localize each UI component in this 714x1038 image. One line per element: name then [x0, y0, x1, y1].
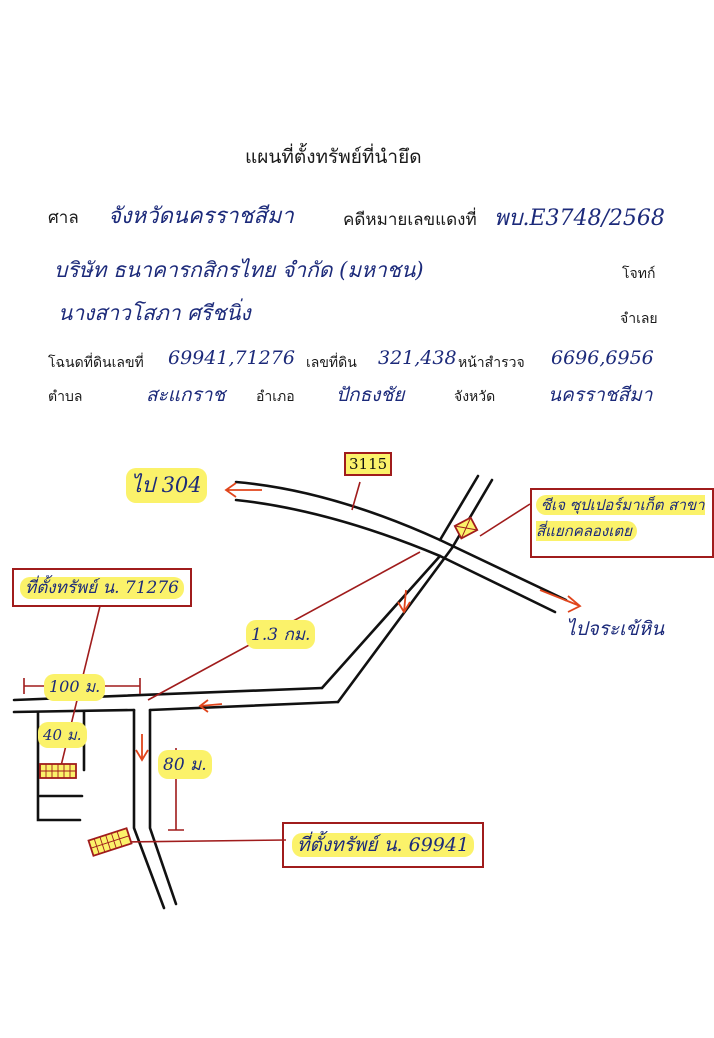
survey-value: 6696,6956 [551, 347, 654, 369]
deed-value: 69941,71276 [168, 347, 295, 369]
arrow-lower-road [198, 699, 223, 713]
province-value: นครราชสีมา [548, 384, 653, 406]
label-distance-100m: 100 ม. [44, 674, 106, 701]
road-se-bottom-edge [438, 554, 557, 614]
connector-3115 [351, 481, 361, 511]
arrow-to-chok-chai [539, 589, 582, 613]
plot-69941-marker [87, 827, 133, 857]
arrow-south-road [135, 734, 149, 762]
label-plot-71276-text: ที่ตั้งทรัพย์ น. 71276 [20, 577, 184, 599]
arrow-to-304 [224, 482, 262, 498]
direction-arrows [135, 482, 582, 762]
road-network [12, 474, 568, 910]
subdistrict-label: ตำบล [48, 389, 83, 405]
survey-label: หน้าสำรวจ [458, 355, 525, 371]
road-diagonal-right-edge [336, 546, 454, 704]
label-plot-71276: ที่ตั้งทรัพย์ น. 71276 [12, 568, 192, 607]
plaintiff-value: บริษัท ธนาคารกสิกรไทย จำกัด (มหาชน) [54, 258, 424, 282]
road-south-right-edge [148, 708, 178, 906]
supermarket-marker [453, 516, 479, 540]
defendant-value: นางสาวโสภา ศรีชนิ่ง [58, 301, 251, 325]
label-supermarket: ซีเจ ซุปเปอร์มาเก็ต สาขาสี่แยกคลองเตย [530, 488, 714, 558]
case-no-label: คดีหมายเลขแดงที่ [343, 210, 477, 230]
plaintiff-label: โจทก์ [622, 266, 656, 282]
label-distance-13km: 1.3 กม. [246, 620, 316, 649]
road-lower-bottom-edge-right [148, 700, 340, 712]
label-distance-80m: 80 ม. [158, 750, 212, 779]
deed-label: โฉนดที่ดินเลขที่ [48, 355, 144, 371]
plot-71276-marker [39, 763, 77, 779]
province-label: จังหวัด [454, 389, 496, 405]
court-value: จังหวัดนครราชสีมา [108, 204, 294, 229]
subdistrict-value: สะแกราช [146, 384, 226, 406]
land-no-value: 321,438 [378, 347, 457, 369]
road-diagonal-left-edge [320, 554, 442, 690]
road-3115-top-edge [234, 480, 442, 542]
label-distance-40m: 40 ม. [38, 722, 87, 748]
parcel-71276-outline-left [36, 710, 82, 822]
road-south-left-edge [132, 708, 166, 910]
district-value: ปักธงชัย [336, 384, 405, 406]
case-no-value: พบ.E3748/2568 [494, 206, 665, 231]
district-label: อำเภอ [256, 389, 295, 405]
road-3115-bottom-edge [234, 498, 442, 558]
road-ne-left-edge [438, 474, 480, 542]
road-ne-right-edge [450, 478, 494, 550]
label-to-chok-chai: ไปจระเข้หิน [566, 618, 665, 640]
connector-lines [23, 481, 531, 843]
road-se-top-edge [438, 538, 568, 602]
court-label: ศาล [48, 208, 79, 228]
connector-supermarket [479, 503, 531, 537]
label-to-304: ไป 304 [126, 468, 207, 503]
label-supermarket-text: ซีเจ ซุปเปอร์มาเก็ต สาขาสี่แยกคลองเตย [536, 495, 705, 541]
label-plot-69941-text: ที่ตั้งทรัพย์ น. 69941 [292, 833, 475, 857]
connector-plot-69941 [119, 839, 287, 843]
page-title: แผนที่ตั้งทรัพย์ที่นำยึด [245, 146, 422, 168]
land-no-label: เลขที่ดิน [306, 355, 357, 371]
defendant-label: จำเลย [620, 311, 658, 327]
arrow-diagonal-down [397, 589, 411, 614]
label-plot-69941: ที่ตั้งทรัพย์ น. 69941 [282, 822, 485, 868]
label-road-3115: 3115 [344, 452, 393, 476]
